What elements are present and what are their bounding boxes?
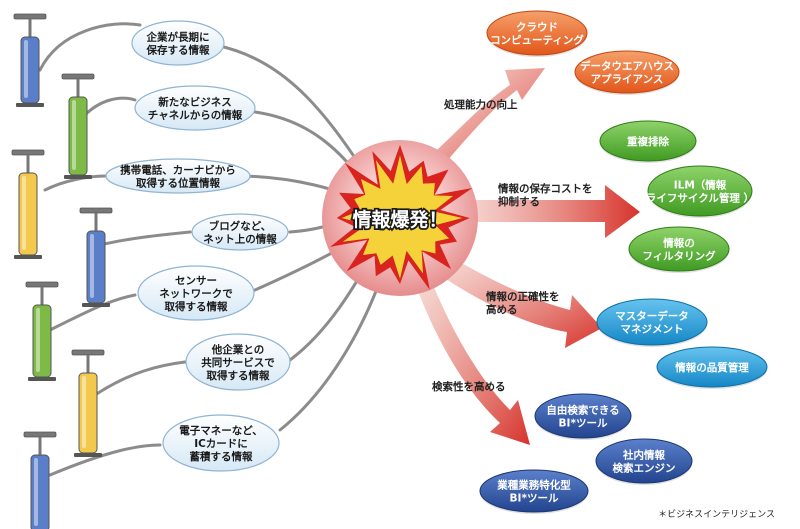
source-label: ブログなど、ネット上の情報 — [203, 220, 277, 246]
source-label: 新たなビジネスチャネルからの情報 — [148, 96, 243, 122]
branch-label-searchability: 検索性を高める — [432, 380, 506, 393]
target-oval: マスターデータマネジメント — [596, 298, 708, 347]
target-oval: 情報の品質管理 — [656, 346, 768, 389]
pump-icon — [11, 149, 45, 259]
target-label: クラウドコンピューティング — [490, 22, 584, 47]
pump-icon — [61, 73, 95, 179]
target-oval: ILM（情報ライフサイクル管理 ） — [646, 165, 754, 218]
branch-arrow-processing — [420, 68, 545, 175]
branch-arrows — [410, 68, 640, 445]
target-label: データウエアハウスアプライアンス — [580, 60, 674, 86]
target-label: 社内情報検索エンジン — [613, 449, 676, 475]
connection-line — [98, 230, 192, 247]
source-label: 携帯電話、カーナビから取得する位置情報 — [120, 164, 236, 190]
source-bubble: 電子マネーなど、ICカードに蓄積する情報 — [162, 414, 280, 472]
branch-label-storage-cost: 情報の保存コストを 抑制する — [498, 182, 596, 208]
source-bubble: 携帯電話、カーナビから取得する位置情報 — [105, 158, 251, 194]
source-bubble: 企業が長期に保存する情報 — [131, 20, 225, 66]
target-label: マスターデータマネジメント — [615, 310, 689, 336]
branch-arrow-accuracy — [430, 250, 602, 348]
footnote: ＊ビジネスインテリジェンス — [658, 509, 775, 520]
target-oval: 情報のフィルタリング — [628, 226, 730, 273]
connection-line — [43, 174, 107, 192]
target-oval: クラウドコンピューティング — [486, 10, 588, 57]
burst-inner-icon — [341, 155, 463, 279]
source-label: 企業が長期に保存する情報 — [146, 31, 210, 57]
connection-line — [38, 22, 142, 72]
target-oval: 重複排除 — [599, 120, 697, 163]
target-label: 情報のフィルタリング — [642, 237, 716, 263]
branch-arrow-storage-cost — [445, 185, 640, 238]
information-explosion-hub: 情報爆発！ — [322, 140, 478, 296]
target-oval: データウエアハウスアプライアンス — [574, 50, 680, 95]
pump-icon — [13, 13, 47, 107]
target-label: ILM（情報ライフサイクル管理 ） — [646, 179, 754, 205]
pump-icon — [23, 431, 57, 529]
source-label: 他企業との共同サービスで取得する情報 — [201, 343, 275, 382]
target-oval: 社内情報検索エンジン — [595, 438, 693, 485]
source-label: センサーネットワークで取得する情報 — [159, 275, 233, 313]
pump-icon — [71, 349, 105, 457]
source-bubble: 新たなビジネスチャネルからの情報 — [134, 85, 256, 131]
branch-label-accuracy: 情報の正確性を 高める — [486, 290, 563, 316]
branch-label-processing: 処理能力の向上 — [443, 98, 518, 111]
branch-arrow-searchability — [410, 265, 530, 445]
source-bubble-group: 企業が長期に保存する情報新たなビジネスチャネルからの情報携帯電話、カーナビから取… — [105, 20, 291, 472]
connection-line — [48, 443, 162, 477]
pump-icon — [79, 207, 113, 307]
source-bubble: ブログなど、ネット上の情報 — [191, 213, 289, 251]
source-bubble: 他企業との共同サービスで取得する情報 — [185, 333, 291, 391]
source-bubble: センサーネットワークで取得する情報 — [137, 265, 255, 321]
pump-icon — [25, 281, 59, 381]
center-label: 情報爆発！ — [352, 208, 447, 231]
target-label: 重複排除 — [627, 135, 669, 148]
source-label: 電子マネーなど、ICカードに蓄積する情報 — [179, 424, 262, 463]
connection-line — [83, 96, 137, 117]
connection-line — [93, 360, 187, 397]
target-label: 情報の品質管理 — [675, 361, 749, 374]
pump-group — [11, 13, 113, 529]
arrow-labels: 処理能力の向上 情報の保存コストを 抑制する 情報の正確性を 高める 検索性を高… — [432, 98, 596, 393]
